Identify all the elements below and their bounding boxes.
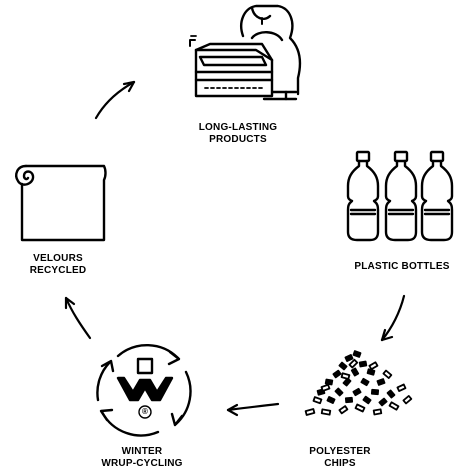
label-line: WRUP-CYCLING	[101, 458, 183, 469]
label-line: WINTER	[121, 446, 163, 457]
label-line: CHIPS	[324, 458, 356, 469]
fabric-roll-icon	[15, 164, 107, 242]
bottle-2	[384, 150, 418, 242]
label-long-lasting-products: LONG-LASTING PRODUCTS	[188, 122, 288, 146]
label-line: PRODUCTS	[209, 134, 267, 145]
label-line: PLASTIC BOTTLES	[354, 261, 450, 272]
arrow-chips-to-winter	[226, 402, 280, 417]
label-winter-wrup-cycling: WINTER WRUP-CYCLING	[92, 446, 192, 470]
registered-mark: ®	[141, 407, 149, 416]
bottle-3	[420, 150, 454, 242]
plastic-bottles-icon	[346, 150, 454, 242]
polyester-chips-icon	[304, 350, 413, 416]
label-plastic-bottles: PLASTIC BOTTLES	[340, 261, 464, 273]
label-line: LONG-LASTING	[198, 122, 278, 133]
label-velours-recycled: VELOURS RECYCLED	[8, 253, 108, 277]
arrow-velours-to-products	[94, 80, 136, 120]
cycle-arrows	[64, 80, 406, 417]
label-line: RECYCLED	[29, 265, 87, 276]
arrow-bottles-to-chips	[380, 294, 406, 342]
winter-logo-recycle-icon	[96, 343, 192, 437]
label-polyester-chips: POLYESTER CHIPS	[300, 446, 380, 470]
label-line: POLYESTER	[309, 446, 371, 457]
label-line: VELOURS	[33, 253, 83, 264]
bag-and-backpack-icon	[189, 4, 302, 101]
arrow-winter-to-velours	[64, 296, 92, 340]
bottle-1	[346, 150, 380, 242]
